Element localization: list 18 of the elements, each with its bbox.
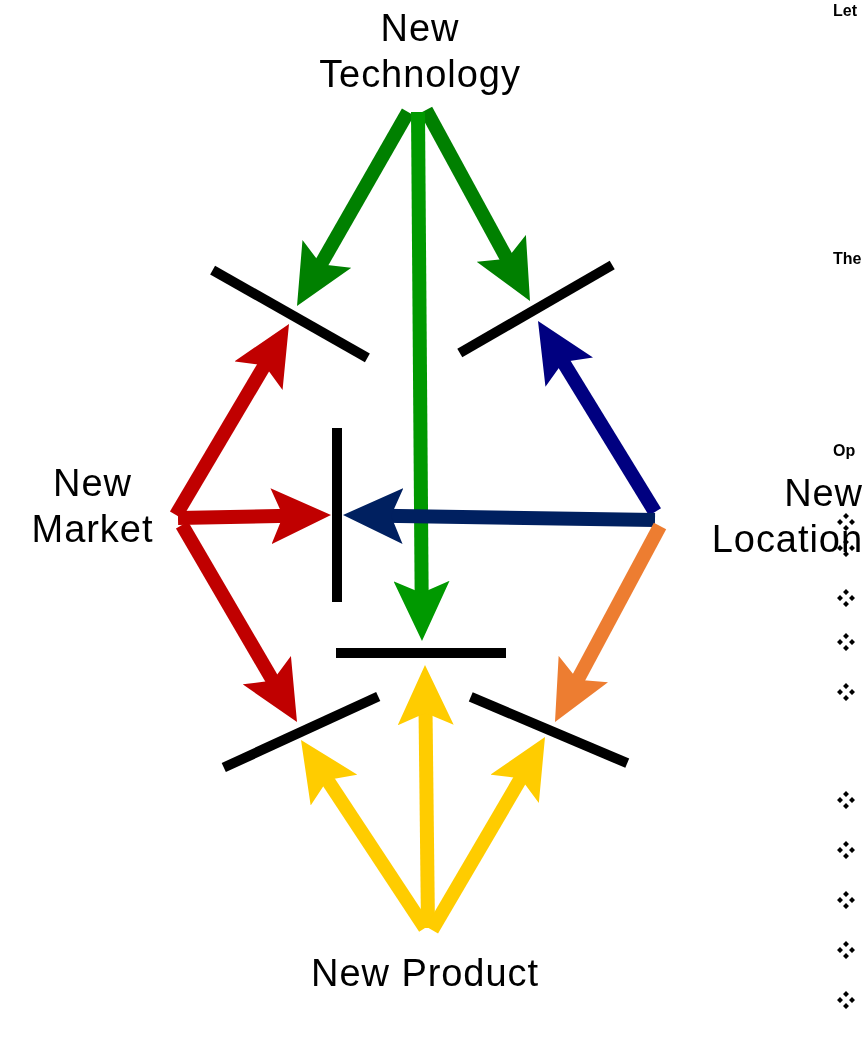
arrow: [177, 488, 331, 545]
arrow: [555, 522, 667, 722]
bar-shape: [332, 428, 342, 602]
node-label: New Technology: [290, 5, 550, 97]
heading-text: The: [833, 249, 862, 269]
node-label: New Product: [305, 950, 545, 996]
node-label: New Location: [655, 470, 863, 562]
arrow: [393, 111, 450, 641]
arrow: [425, 737, 545, 934]
arrow: [538, 321, 661, 516]
heading-text: Let: [833, 1, 857, 21]
node-label: New Market: [0, 460, 185, 552]
heading-text: Op: [833, 441, 856, 461]
arrow: [343, 487, 656, 544]
arrow: [169, 324, 289, 519]
arrow: [397, 665, 454, 929]
bar-shape: [336, 648, 506, 658]
arrow: [175, 521, 297, 722]
